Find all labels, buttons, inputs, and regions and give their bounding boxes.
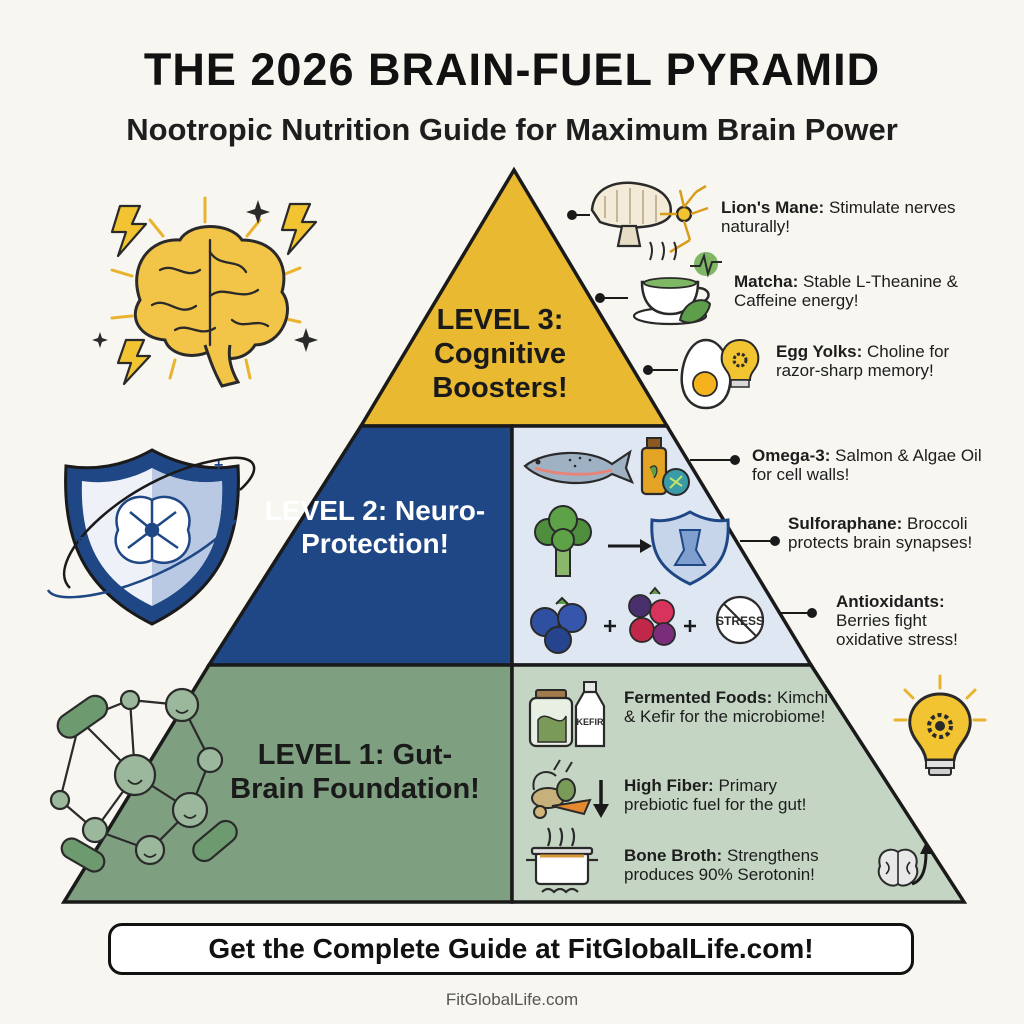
egg-icon bbox=[680, 338, 760, 410]
shield-brain-icon: ++ bbox=[46, 448, 256, 626]
jar-icon bbox=[528, 689, 574, 748]
broth-pot-icon bbox=[526, 827, 598, 894]
lightbulb-gear-icon bbox=[893, 674, 987, 776]
note-fermented-foods: Fermented Foods: Kimchi & Kefir for the … bbox=[624, 688, 829, 727]
brain-icon bbox=[110, 196, 302, 388]
callout-connectors bbox=[567, 210, 817, 618]
plus-icon bbox=[604, 620, 696, 632]
kefir-label: KEFIR bbox=[577, 717, 605, 727]
footer-site-name: FitGlobalLife.com bbox=[445, 990, 579, 1009]
sparkle-icon bbox=[92, 200, 318, 352]
lightning-icon bbox=[110, 202, 318, 386]
pyramid-level-1-panel bbox=[510, 663, 968, 904]
note-bone-broth: Bone Broth: Strengthens produces 90% Ser… bbox=[624, 846, 819, 885]
level-2-title: LEVEL 2: Neuro-Protection! bbox=[264, 495, 486, 560]
stress-label: STRESS bbox=[716, 614, 764, 628]
level-3-title: LEVEL 3: Cognitive Boosters! bbox=[432, 304, 568, 405]
level-1-title: LEVEL 1: Gut-Brain Foundation! bbox=[230, 739, 480, 806]
salmon-icon bbox=[523, 449, 635, 485]
broccoli-icon bbox=[534, 505, 592, 577]
kefir-bottle-icon: KEFIR bbox=[574, 681, 606, 748]
down-arrow-icon bbox=[593, 780, 609, 818]
svg-text:+: + bbox=[74, 528, 85, 548]
small-brain-icon bbox=[877, 842, 932, 887]
blueberries-icon bbox=[530, 596, 587, 654]
note-high-fiber: High Fiber: Primary prebiotic fuel for t… bbox=[624, 776, 807, 815]
page-subtitle: Nootropic Nutrition Guide for Maximum Br… bbox=[126, 112, 898, 147]
arrow-icon bbox=[608, 539, 652, 553]
raspberries-icon bbox=[628, 586, 676, 646]
mushroom-icon bbox=[590, 181, 673, 248]
svg-text:+: + bbox=[214, 457, 223, 474]
oil-bottle-icon bbox=[640, 437, 690, 496]
shield-synapse-icon bbox=[650, 510, 730, 586]
microbe-network-icon bbox=[49, 687, 238, 873]
stress-badge-icon: STRESS bbox=[715, 595, 765, 645]
note-lions-mane: Lion's Mane: Stimulate nerves naturally! bbox=[721, 198, 956, 237]
neuron-icon bbox=[660, 184, 709, 254]
cta-banner[interactable]: Get the Complete Guide at FitGlobalLife.… bbox=[108, 923, 914, 975]
note-antioxidants: Antioxidants: Berries fight oxidative st… bbox=[836, 592, 958, 650]
note-sulforaphane: Sulforaphane: Broccoli protects brain sy… bbox=[788, 514, 973, 553]
vegetables-icon bbox=[531, 759, 592, 819]
note-omega-3: Omega-3: Salmon & Algae Oil for cell wal… bbox=[752, 446, 982, 485]
note-matcha: Matcha: Stable L-Theanine & Caffeine ene… bbox=[734, 272, 958, 311]
note-egg-yolks: Egg Yolks: Choline for razor-sharp memor… bbox=[776, 342, 950, 381]
page-title: THE 2026 BRAIN-FUEL PYRAMID bbox=[143, 44, 881, 95]
matcha-cup-icon bbox=[632, 241, 722, 326]
